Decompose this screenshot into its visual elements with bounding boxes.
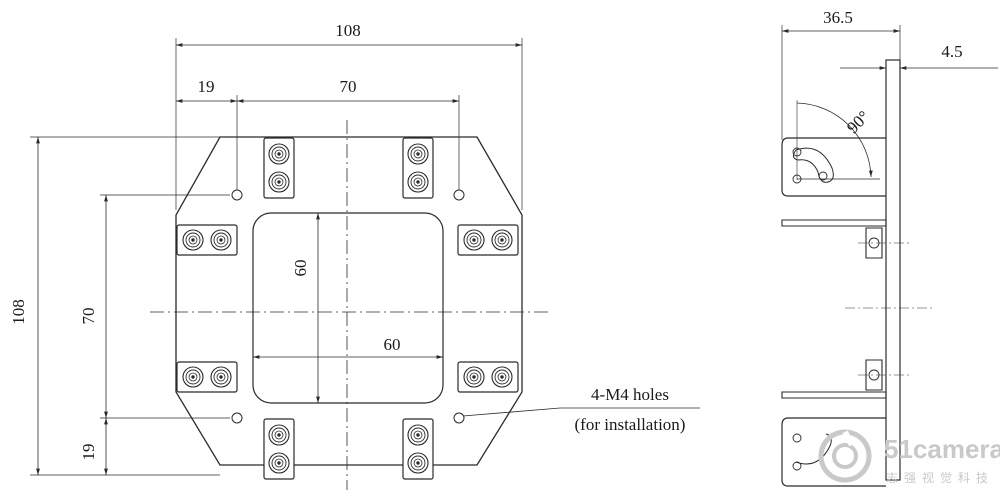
- upper-flange: [781, 219, 887, 227]
- upper-nut: [865, 227, 883, 259]
- label-depth: 36.5: [823, 8, 853, 27]
- label-overall-height: 108: [9, 299, 28, 325]
- clamp-top-left: [264, 138, 294, 198]
- label-left-offset: 19: [198, 77, 215, 96]
- label-angle: 90°: [843, 107, 873, 137]
- clamp-top-right: [403, 138, 433, 198]
- center-window: [252, 212, 444, 404]
- top-bracket: [781, 137, 886, 197]
- clamp-bottom-left: [264, 419, 294, 479]
- label-hole-spacing-horizontal: 70: [340, 77, 357, 96]
- note-installation: (for installation): [575, 415, 686, 434]
- label-window-height: 60: [291, 260, 310, 277]
- m4-hole-bottom-right: [453, 412, 465, 424]
- label-window-width: 60: [384, 335, 401, 354]
- m4-hole-top-right: [453, 189, 465, 201]
- top-slot: [792, 147, 834, 183]
- label-hole-spacing-vertical: 70: [79, 308, 98, 325]
- clamp-bottom-right: [403, 419, 433, 479]
- clamp-right-lower: [458, 362, 518, 392]
- side-view: [781, 25, 998, 487]
- m4-hole-bottom-left: [231, 412, 243, 424]
- clamp-left-upper: [177, 225, 237, 255]
- plate-outline: [175, 136, 523, 466]
- clamp-right-upper: [458, 225, 518, 255]
- front-view: [30, 38, 700, 490]
- lower-flange: [781, 391, 887, 399]
- watermark-tagline: 志强视觉科技: [886, 470, 994, 485]
- note-holes: 4-M4 holes: [591, 385, 669, 404]
- watermark-logo: 51camera 志强视觉科技: [818, 429, 1000, 485]
- clamp-left-lower: [177, 362, 237, 392]
- m4-hole-top-left: [231, 189, 243, 201]
- watermark-brand: 51camera: [884, 434, 1000, 464]
- lower-nut: [865, 359, 883, 391]
- angle-arc: [796, 102, 873, 178]
- label-overall-width: 108: [335, 21, 361, 40]
- side-plate: [885, 59, 901, 481]
- label-bottom-offset: 19: [79, 444, 98, 461]
- bottom-bracket: [781, 417, 886, 487]
- label-thickness: 4.5: [941, 42, 962, 61]
- note-leader: [462, 407, 700, 417]
